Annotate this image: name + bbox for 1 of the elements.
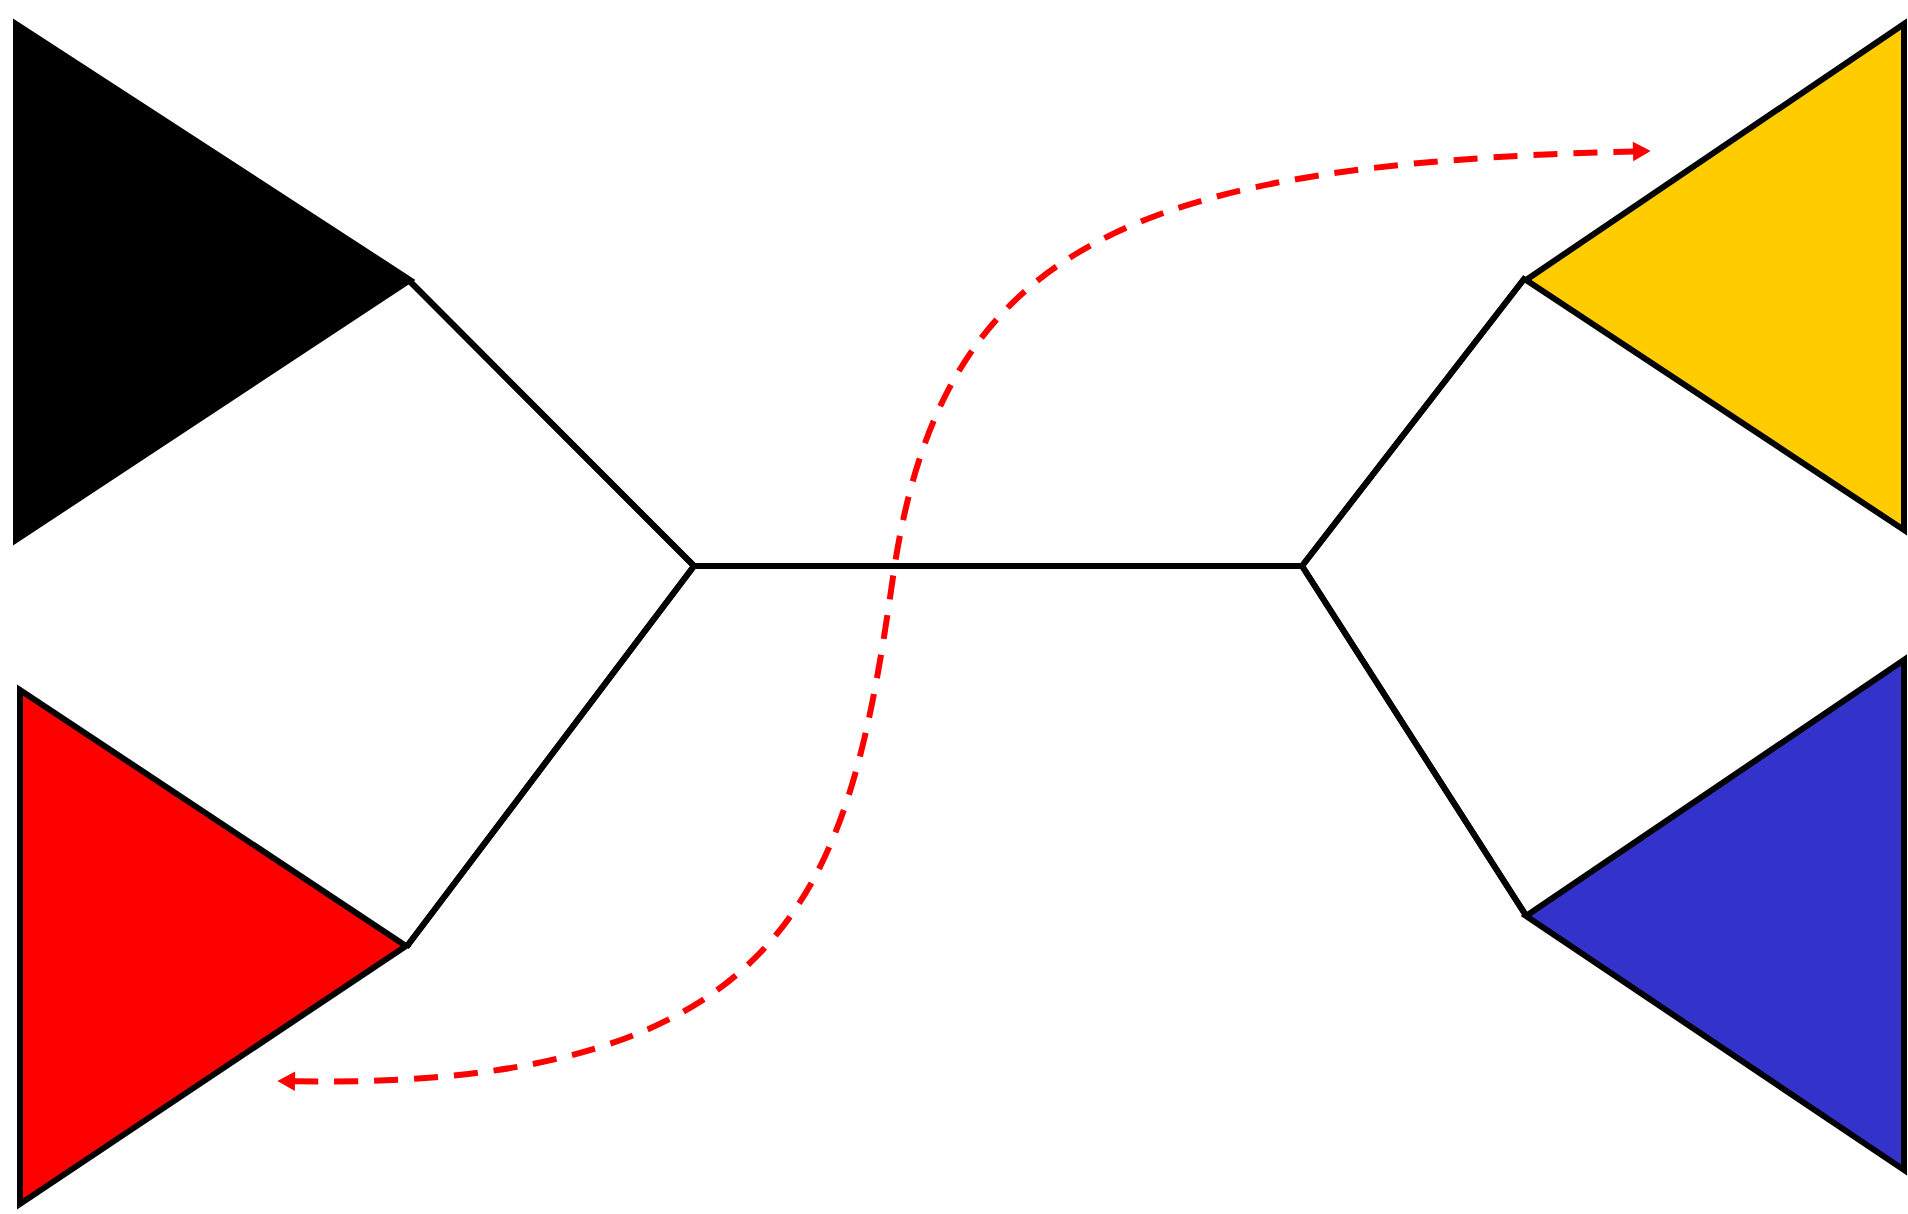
connector-line [404, 563, 1529, 949]
